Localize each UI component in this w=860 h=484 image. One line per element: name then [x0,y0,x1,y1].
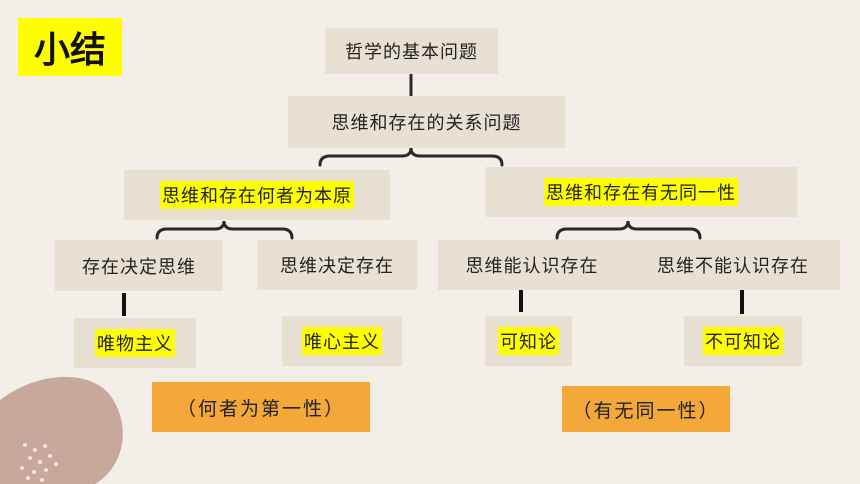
left-result-b-label: 唯心主义 [302,327,382,355]
right-note-label: （有无同一性） [572,399,720,422]
right-child-b-label: 思维不能认识存在 [657,256,809,277]
left-branch-label: 思维和存在何者为本原 [160,181,354,209]
left-branch-node: 思维和存在何者为本原 [124,170,390,220]
left-child-b-label: 思维决定存在 [280,256,394,277]
right-result-a-node: 可知论 [485,316,572,366]
right-branch-node: 思维和存在有无同一性 [485,167,797,217]
main-label: 思维和存在的关系问题 [331,113,522,134]
left-result-a-node: 唯物主义 [74,318,196,368]
left-note-label: （何者为第一性） [176,397,345,420]
left-child-b-node: 思维决定存在 [257,240,417,290]
right-child-b-node: 思维不能认识存在 [626,240,840,290]
right-child-a-node: 思维能认识存在 [438,240,626,290]
main-node: 思维和存在的关系问题 [288,96,565,148]
right-result-a-label: 可知论 [498,327,559,355]
right-result-b-node: 不可知论 [684,316,802,366]
left-result-b-node: 唯心主义 [282,316,402,366]
right-branch-label: 思维和存在有无同一性 [544,178,738,206]
left-result-a-label: 唯物主义 [95,329,175,357]
left-note-box: （何者为第一性） [152,382,370,432]
right-child-a-label: 思维能认识存在 [465,256,599,277]
root-node: 哲学的基本问题 [325,28,498,74]
right-note-box: （有无同一性） [562,386,730,432]
root-label: 哲学的基本问题 [345,42,478,63]
left-child-a-label: 存在决定思维 [82,256,196,278]
right-result-b-label: 不可知论 [703,327,783,355]
summary-title: 小结 [18,18,122,76]
left-child-a-node: 存在决定思维 [55,240,223,291]
